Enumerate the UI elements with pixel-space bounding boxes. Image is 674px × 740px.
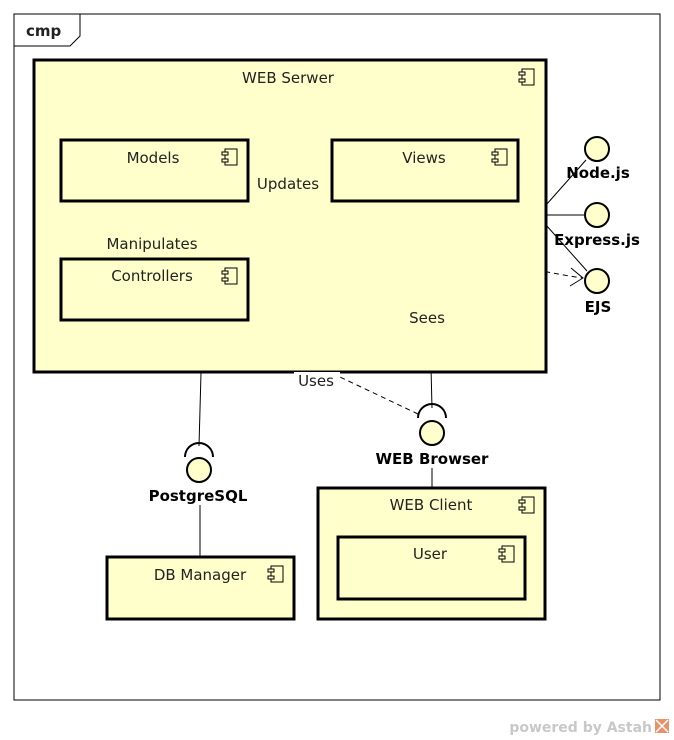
postgresql-label: PostgreSQL: [149, 487, 248, 505]
web-client-label: WEB Client: [390, 496, 473, 514]
nodejs-label: Node.js: [566, 164, 630, 182]
watermark-text: powered by Astah: [509, 720, 652, 736]
views-label: Views: [402, 149, 446, 167]
dependency-views-ejs-arrow: [569, 267, 584, 287]
uses-label: Uses: [298, 372, 334, 390]
astah-logo-icon: [655, 719, 669, 733]
diagram-frame: cmp: [13, 13, 661, 701]
interface-expressjs[interactable]: Express.js: [554, 202, 640, 249]
socket: [184, 442, 214, 458]
controllers-label: Controllers: [111, 267, 193, 285]
models-label: Models: [127, 149, 180, 167]
socket: [417, 403, 447, 419]
interface-postgresql[interactable]: PostgreSQL: [149, 442, 248, 505]
web-server-label: WEB Serwer: [242, 69, 335, 87]
interface-nodejs[interactable]: Node.js: [566, 136, 630, 182]
connector-nodejs: [545, 159, 587, 206]
astah-watermark: powered by Astah: [509, 719, 669, 736]
manipulates-label: Manipulates: [106, 235, 197, 253]
component-web-server[interactable]: WEB Serwer: [32, 58, 548, 374]
updates-label: Updates: [257, 175, 319, 193]
component-models[interactable]: Models: [59, 138, 250, 203]
connector-ejs: [545, 224, 588, 272]
web-browser-label: WEB Browser: [376, 450, 490, 468]
sees-label: Sees: [409, 309, 445, 327]
expressjs-label: Express.js: [554, 231, 640, 249]
connector-server-postgresql: [198, 372, 202, 447]
frame-title: cmp: [26, 22, 62, 40]
component-user[interactable]: User: [336, 535, 527, 601]
interface-ejs[interactable]: EJS: [584, 268, 612, 316]
ejs-label: EJS: [585, 298, 612, 316]
interface-web-browser[interactable]: WEB Browser: [376, 403, 490, 468]
db-manager-label: DB Manager: [154, 566, 247, 584]
user-label: User: [413, 545, 448, 563]
component-db-manager[interactable]: DB Manager: [105, 555, 296, 621]
component-views[interactable]: Views: [330, 138, 520, 203]
relation-labels: Updates Manipulates Sees Uses: [106, 174, 445, 390]
component-controllers[interactable]: Controllers: [59, 257, 250, 322]
